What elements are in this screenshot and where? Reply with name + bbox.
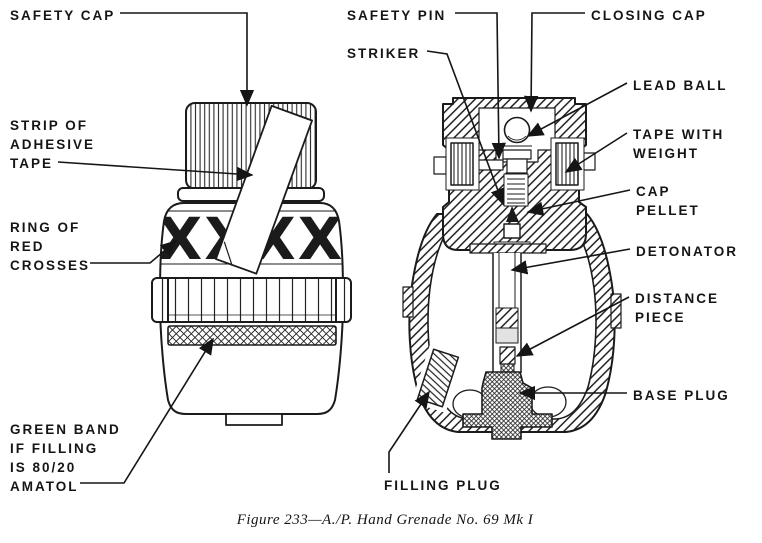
leader-green-band <box>80 337 214 484</box>
leader-lead-ball <box>526 82 628 137</box>
label-tape-with-weight: TAPE WITH WEIGHT <box>633 127 725 161</box>
label-striker: STRIKER <box>347 46 421 61</box>
leader-striker <box>426 50 505 206</box>
label-filling-plug: FILLING PLUG <box>384 478 502 493</box>
leader-cap-pellet <box>526 189 631 216</box>
leader-lines <box>57 12 631 484</box>
leader-filling-plug <box>388 390 430 473</box>
distance-piece-shape <box>499 346 516 365</box>
label-closing-cap: CLOSING CAP <box>591 8 707 23</box>
label-green-band: GREEN BAND IF FILLING IS 80/20 AMATOL <box>10 422 121 494</box>
leader-safety-cap <box>120 12 255 107</box>
crosshatch-band <box>167 325 337 346</box>
leader-detonator <box>510 248 631 275</box>
label-distance-piece: DISTANCE PIECE <box>635 291 720 325</box>
detonator-tube <box>469 243 547 374</box>
label-safety-pin: SAFETY PIN <box>347 8 447 23</box>
leader-safety-pin <box>455 12 506 160</box>
label-strip-of-adhesive-tape: STRIP OF ADHESIVE TAPE <box>10 118 96 171</box>
leader-red-crosses <box>90 239 178 264</box>
label-detonator: DETONATOR <box>636 244 739 259</box>
label-ring-of-red-crosses: RING OF RED CROSSES <box>10 220 91 273</box>
cap-pellet-shape <box>503 223 521 239</box>
lead-ball-shape <box>503 116 531 144</box>
figure-caption: Figure 233—A./P. Hand Grenade No. 69 Mk … <box>236 512 534 528</box>
leader-adhesive-tape <box>57 161 254 182</box>
base-tab <box>225 413 283 426</box>
label-lead-ball: LEAD BALL <box>633 78 728 93</box>
label-base-plug: BASE PLUG <box>633 388 730 403</box>
left-weight <box>445 137 480 191</box>
left-wall-step <box>402 286 414 318</box>
label-cap-pellet: CAP PELLET <box>636 184 700 218</box>
label-safety-cap: SAFETY CAP <box>10 8 116 23</box>
external-view: XXXXXX <box>151 102 352 426</box>
striker-shape <box>502 149 532 222</box>
cross-section-view <box>402 97 622 440</box>
segment-band <box>151 277 352 323</box>
fuze-housing <box>433 97 596 251</box>
leader-closing-cap <box>523 12 585 113</box>
leader-tape-weight <box>564 132 628 173</box>
tape-strip <box>215 104 313 275</box>
right-wall-step <box>610 293 622 329</box>
leader-distance-piece <box>515 296 630 357</box>
